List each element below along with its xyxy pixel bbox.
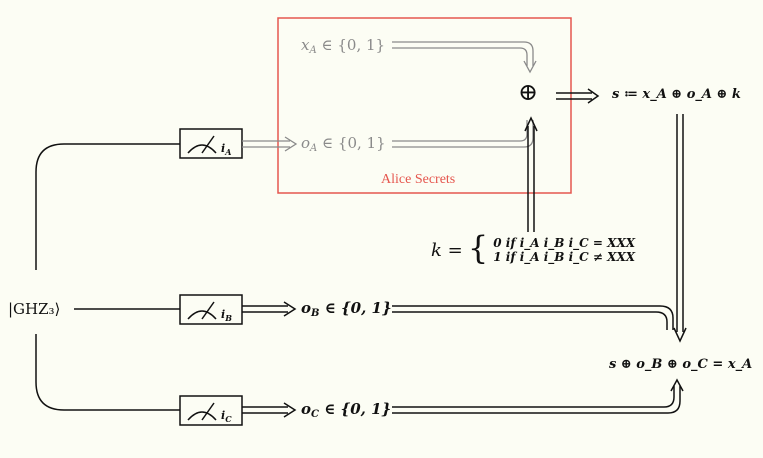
xA-set: ∈ {0, 1} [321,36,386,54]
ghz-wire-charlie [35,334,180,411]
meter-bob-sub: B [225,313,232,323]
xA-sub: A [309,45,317,56]
oC-label: oC ∈ {0, 1} [301,400,391,420]
k-brace: { [467,229,489,267]
ghz-state-label: |GHZ₃⟩ [8,300,61,318]
meter-alice-index: iA [221,142,231,157]
arrow-oC-to-result [392,378,684,414]
meter-alice [179,128,243,159]
meter-charlie-i: i [221,409,226,422]
oA-label: oA ∈ {0, 1} [301,134,386,154]
meter-bob-i: i [221,308,226,321]
k-case-2: 1 if i_A i_B i_C ≠ XXX [493,250,636,264]
oA-var: o [301,134,311,152]
alice-secrets-region [277,17,572,194]
oC-set: ∈ {0, 1} [324,400,392,418]
s-definition: s ≔ x_A ⊕ o_A ⊕ k [612,87,741,102]
oB-var: o [301,299,312,317]
meter-charlie [179,395,243,426]
meter-bob-index: iB [221,308,232,323]
oA-set: ∈ {0, 1} [322,134,386,152]
k-lhs: k = [431,240,463,261]
arrow-oA-to-xor [392,120,534,148]
arrow-meter-to-oA [242,136,298,152]
oA-sub: A [310,143,318,154]
arrow-oB-to-result [392,305,674,330]
result-equation: s ⊕ o_B ⊕ o_C = x_A [609,357,753,372]
xA-var: x [301,36,310,54]
meter-charlie-index: iC [221,409,232,424]
oB-label: oB ∈ {0, 1} [301,299,392,319]
k-case-1: 0 if i_A i_B i_C = XXX [493,236,636,250]
k-definition: k = { 0 if i_A i_B i_C = XXX 1 if i_A i_… [431,229,635,267]
meter-charlie-sub: C [225,414,232,424]
oB-set: ∈ {0, 1} [324,299,392,317]
arrow-k-to-xor [524,116,538,232]
arrow-s-to-result [673,114,687,343]
oB-sub: B [311,308,320,319]
k-cases: 0 if i_A i_B i_C = XXX 1 if i_A i_B i_C … [493,236,635,264]
ghz-wire-alice [35,143,180,270]
xor-symbol: ⊕ [518,78,539,106]
arrow-xA-to-xor [392,41,537,74]
oC-sub: C [311,409,319,420]
arrow-meter-to-oB [242,301,297,317]
arrow-xor-to-s [556,88,600,104]
meter-alice-sub: A [225,147,232,157]
alice-secrets-label: Alice Secrets [381,172,456,187]
arrow-meter-to-oC [242,402,297,418]
xA-label: xA ∈ {0, 1} [301,36,385,56]
meter-alice-i: i [221,142,226,155]
oC-var: o [301,400,312,418]
meter-bob [179,294,243,325]
